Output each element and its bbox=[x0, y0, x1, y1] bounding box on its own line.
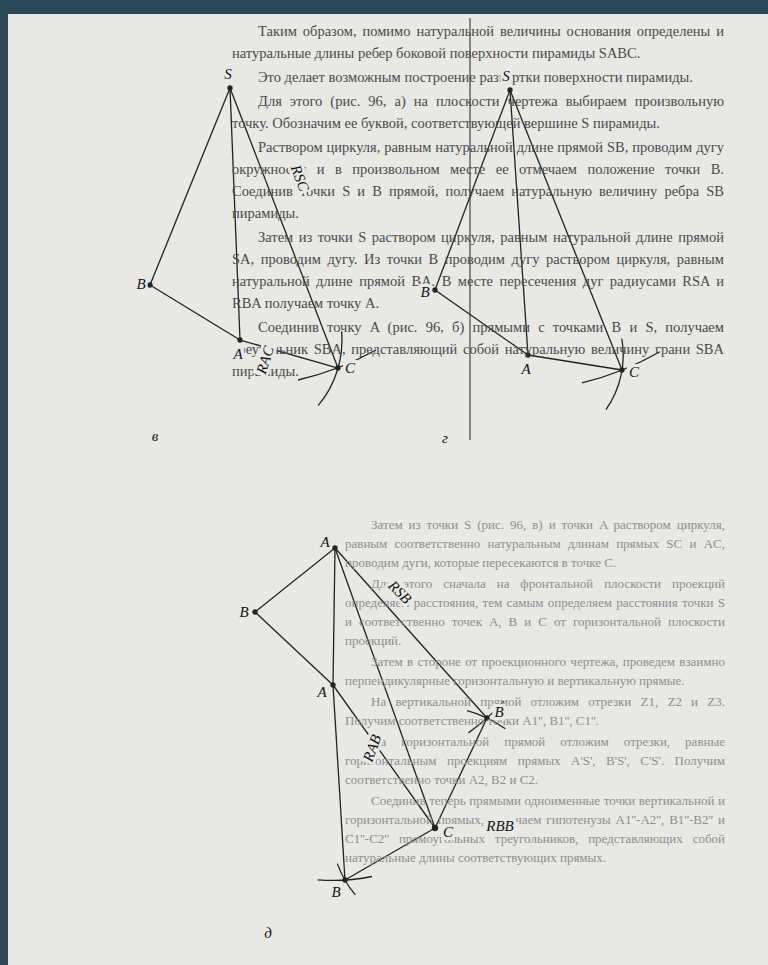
body-paragraph: Затем в стороне от проекционного чертежа… bbox=[345, 652, 725, 690]
point-label: B bbox=[492, 704, 505, 720]
point-label: A bbox=[315, 684, 328, 700]
body-paragraph: Затем из точки S раствором циркуля, равн… bbox=[232, 226, 724, 314]
point-label: C bbox=[343, 360, 357, 376]
point-label: B bbox=[237, 604, 250, 620]
point-label: C bbox=[441, 824, 455, 840]
text-column: Затем из точки S (рис. 96, в) и точки A … bbox=[345, 515, 725, 869]
point-label: A bbox=[231, 346, 244, 362]
body-paragraph: На горизонтальной прямой отложим отрезки… bbox=[345, 732, 725, 789]
body-paragraph: Это делает возможным построение развертк… bbox=[232, 66, 724, 88]
point-label: B bbox=[134, 276, 147, 292]
body-paragraph: На вертикальной прямой отложим отрезки Z… bbox=[345, 692, 725, 730]
point-label: B bbox=[418, 284, 431, 300]
body-paragraph: Затем из точки S (рис. 96, в) и точки A … bbox=[345, 515, 725, 572]
body-paragraph: Для этого (рис. 96, а) на плоскости черт… bbox=[232, 90, 724, 134]
point-label: S bbox=[500, 68, 512, 84]
point-label: RBB bbox=[484, 818, 516, 834]
point-label: в bbox=[150, 428, 161, 444]
point-label: B bbox=[329, 884, 342, 900]
body-paragraph: Соединив теперь прямыми одноименные точк… bbox=[345, 791, 725, 867]
point-label: г bbox=[440, 430, 450, 446]
point-label: A bbox=[318, 534, 331, 550]
point-label: A bbox=[519, 361, 532, 377]
body-paragraph: Соединив точку A (рис. 96, б) прямыми с … bbox=[232, 316, 724, 382]
point-label: д bbox=[262, 925, 274, 941]
body-paragraph: Таким образом, помимо натуральной величи… bbox=[232, 20, 724, 64]
text-column: Таким образом, помимо натуральной величи… bbox=[232, 20, 724, 384]
point-label: S bbox=[222, 66, 234, 82]
point-label: C bbox=[627, 364, 641, 380]
